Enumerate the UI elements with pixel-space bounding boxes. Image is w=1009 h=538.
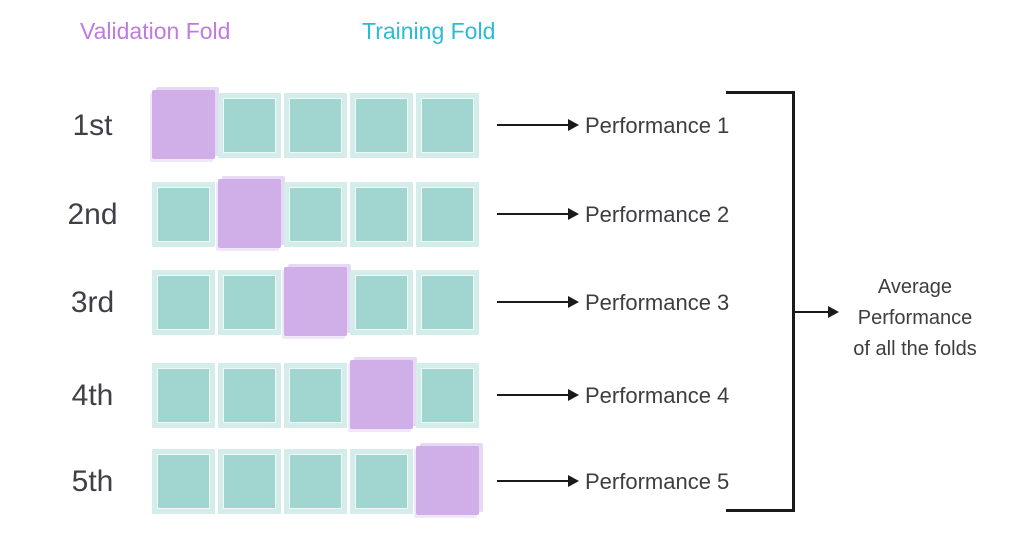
row-label: 1st — [72, 108, 113, 142]
bracket-bottom-line — [726, 509, 795, 512]
average-note-line2: Performance — [857, 307, 973, 329]
training-fold-cell — [284, 449, 347, 514]
average-note-line3: of all the folds — [853, 338, 977, 360]
fold-squares — [152, 446, 479, 515]
training-fold-cell — [416, 182, 479, 247]
training-fold-cell — [416, 363, 479, 428]
training-fold-cell — [218, 449, 281, 514]
training-fold-cell — [152, 270, 215, 335]
training-fold-cell — [350, 270, 413, 335]
performance-label: Performance 2 — [585, 201, 730, 227]
performance-label: Performance 1 — [585, 112, 730, 138]
row-label: 3rd — [70, 285, 115, 319]
legend-training-fold: Training Fold — [362, 18, 496, 44]
fold-row-2: 2nd Performance 2 — [0, 179, 1009, 248]
fold-row-4: 4th Performance 4 — [0, 360, 1009, 429]
training-fold-cell — [350, 449, 413, 514]
fold-row-5: 5th Performance 5 — [0, 446, 1009, 515]
average-arrow-icon — [795, 306, 839, 318]
validation-fold-cell — [350, 360, 413, 429]
average-note-line1: Average — [877, 276, 953, 298]
validation-fold-cell — [152, 90, 215, 159]
validation-fold-cell — [284, 267, 347, 336]
fold-row-3: 3rd Performance 3 — [0, 267, 1009, 336]
fold-squares — [152, 179, 479, 248]
row-label: 5th — [71, 464, 114, 498]
training-fold-cell — [350, 93, 413, 158]
training-fold-cell — [284, 182, 347, 247]
right-arrow-icon — [497, 475, 579, 487]
training-fold-cell — [218, 363, 281, 428]
performance-label: Performance 3 — [585, 289, 730, 315]
validation-fold-cell — [416, 446, 479, 515]
fold-row-1: 1st Performance 1 — [0, 90, 1009, 159]
bracket-top-line — [726, 91, 795, 94]
training-fold-cell — [416, 270, 479, 335]
training-fold-cell — [152, 182, 215, 247]
performance-label: Performance 5 — [585, 468, 730, 494]
legend-validation-fold: Validation Fold — [80, 18, 231, 44]
training-fold-cell — [152, 363, 215, 428]
bracket-line — [792, 91, 795, 512]
training-fold-cell — [152, 449, 215, 514]
training-fold-cell — [218, 93, 281, 158]
training-fold-cell — [218, 270, 281, 335]
fold-squares — [152, 267, 479, 336]
right-arrow-icon — [497, 296, 579, 308]
training-fold-cell — [284, 93, 347, 158]
performance-label: Performance 4 — [585, 382, 730, 408]
row-label: 4th — [71, 378, 114, 412]
fold-squares — [152, 90, 479, 159]
right-arrow-icon — [497, 389, 579, 401]
right-arrow-icon — [497, 208, 579, 220]
average-performance-note: Average Performance of all the folds — [830, 272, 1000, 365]
fold-squares — [152, 360, 479, 429]
training-fold-cell — [350, 182, 413, 247]
row-label: 2nd — [67, 197, 118, 231]
training-fold-cell — [416, 93, 479, 158]
right-arrow-icon — [497, 119, 579, 131]
training-fold-cell — [284, 363, 347, 428]
validation-fold-cell — [218, 179, 281, 248]
